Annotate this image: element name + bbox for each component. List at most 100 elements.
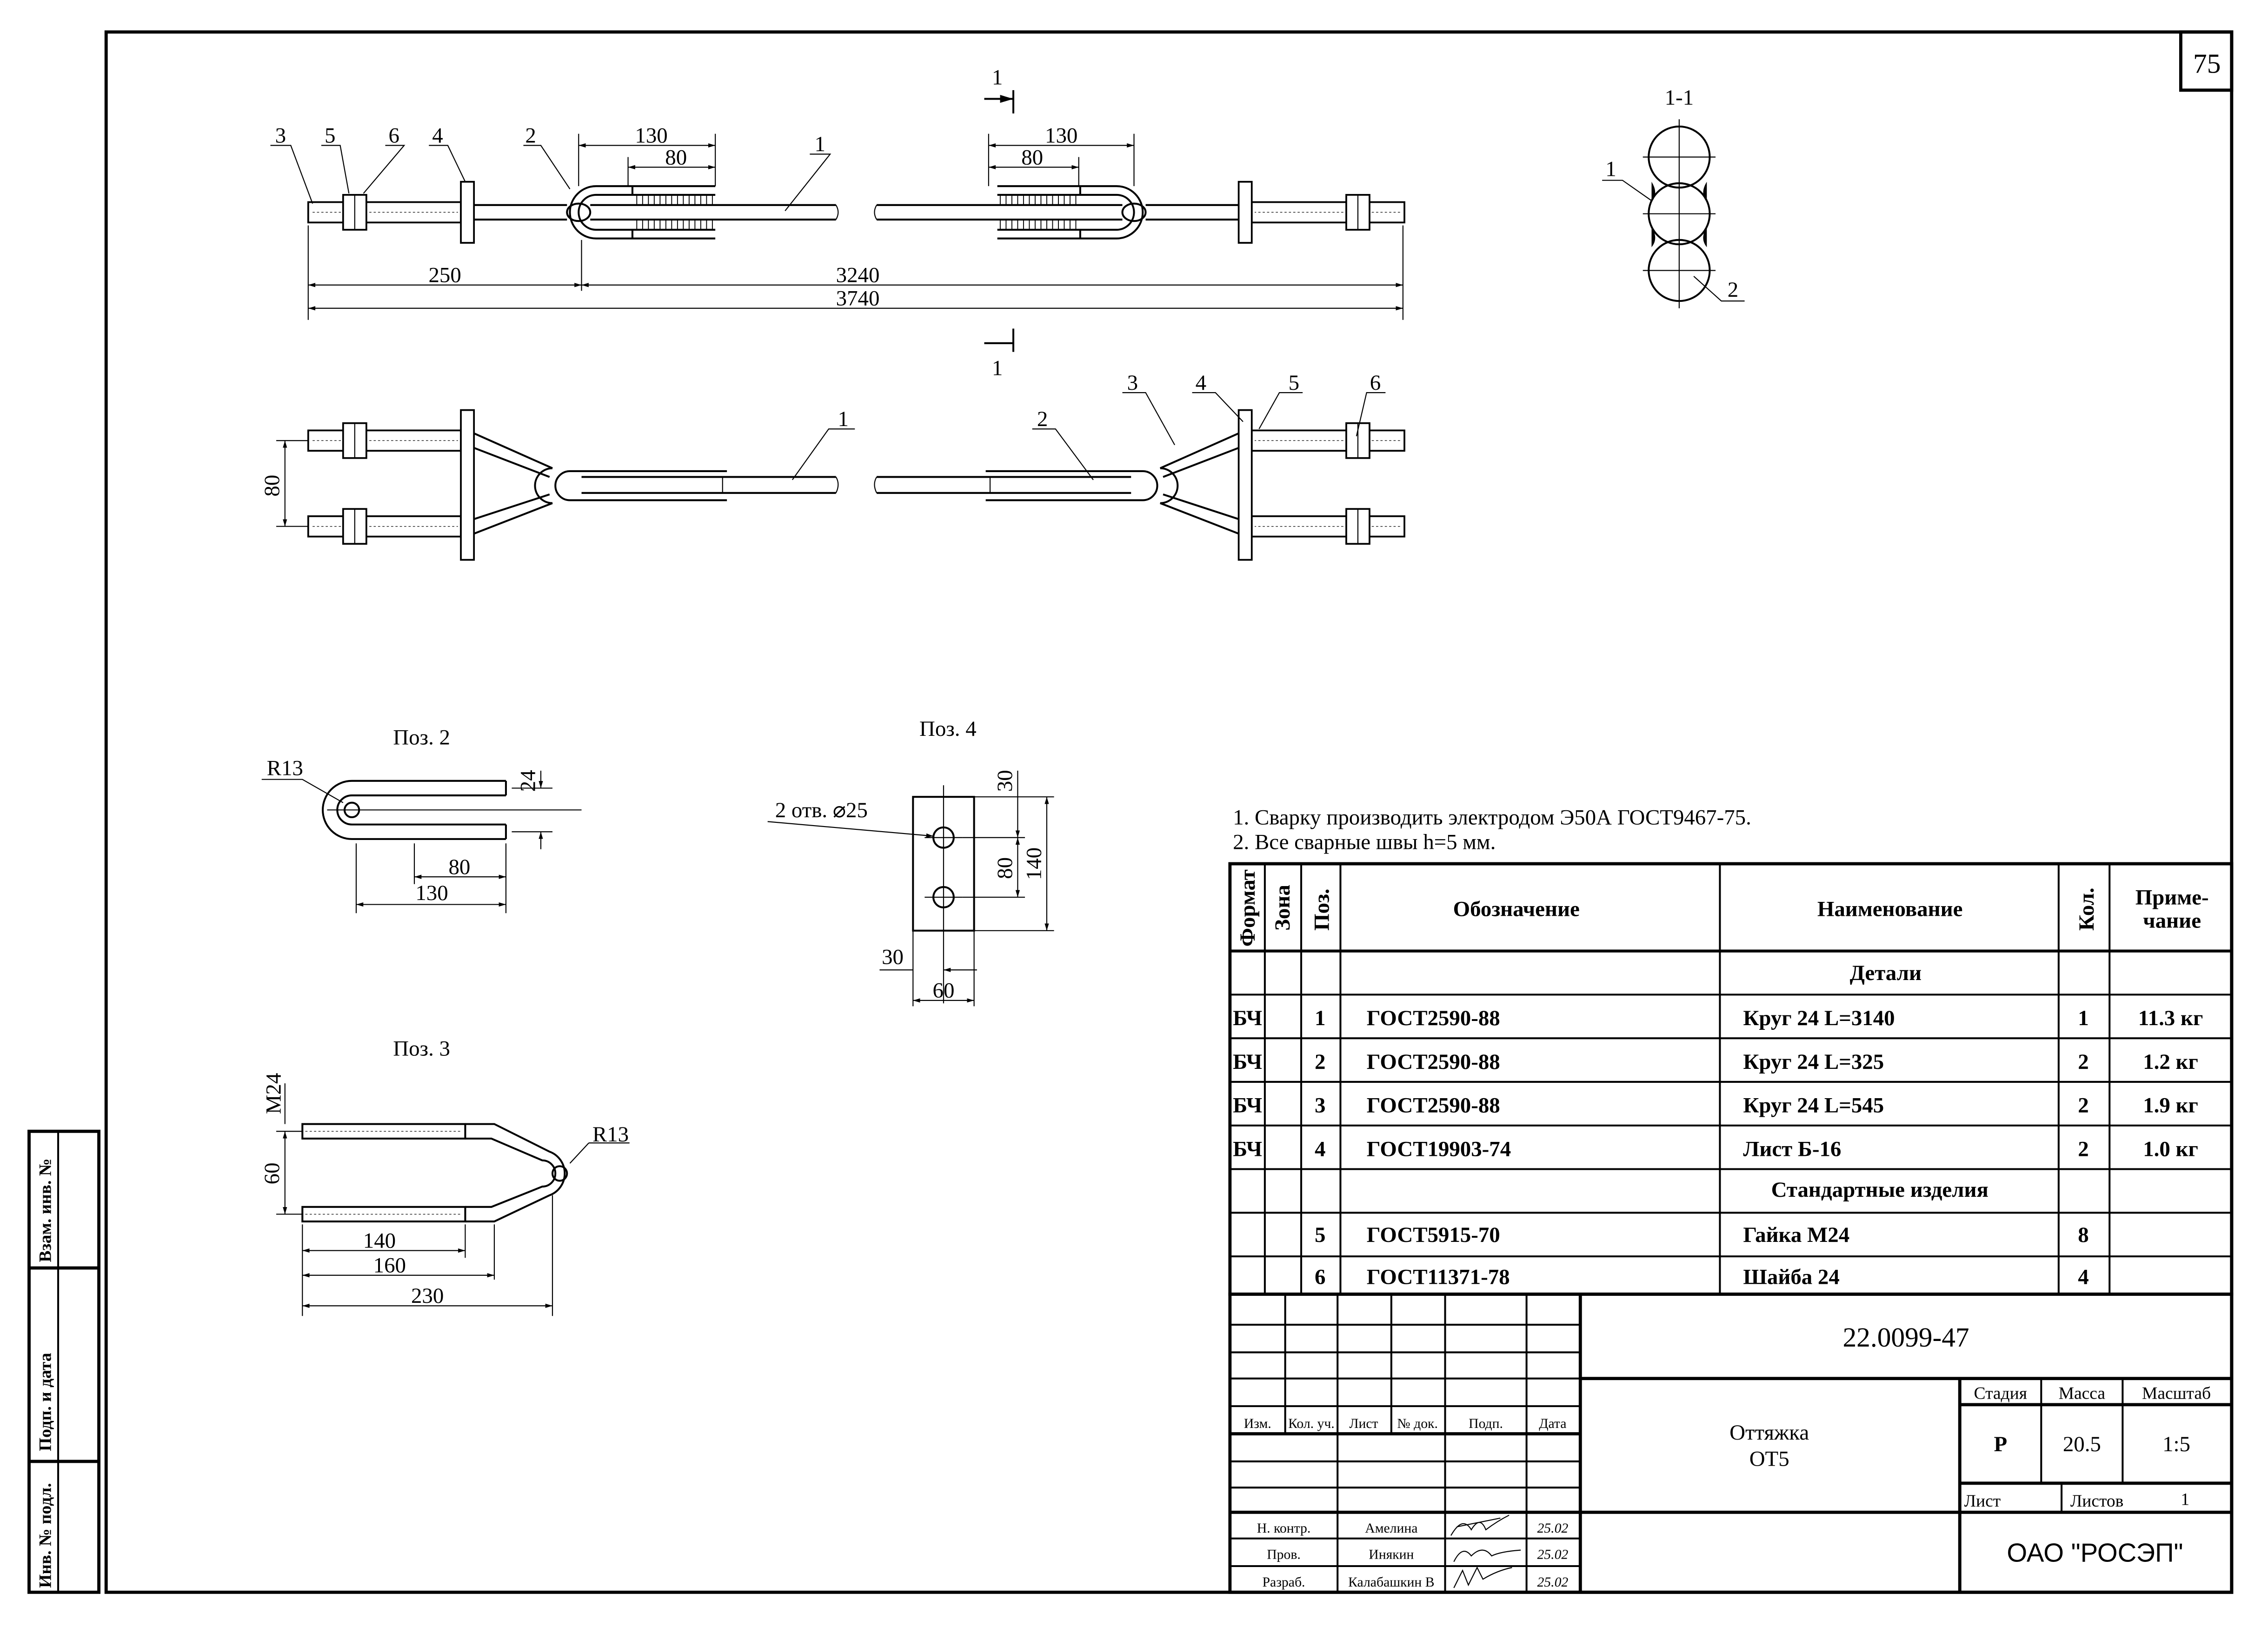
signature-row: Н. контр. Амелина 25.02 xyxy=(1257,1514,1568,1536)
pos4-holes: 2 отв. ⌀25 xyxy=(775,798,868,822)
note-1: 1. Сварку производить электродом Э50А ГО… xyxy=(1233,806,1751,830)
stage-value: Р xyxy=(1994,1432,2007,1456)
pos4-dim-140: 140 xyxy=(1022,847,1046,880)
cell-format: БЧ xyxy=(1233,1050,1262,1074)
bottom-callout-5: 5 xyxy=(1289,371,1299,395)
signature xyxy=(1453,1566,1512,1588)
cell-qty: 1 xyxy=(2078,1006,2088,1030)
pos4-dim-30-left: 30 xyxy=(882,945,904,969)
mass-label: Масса xyxy=(2059,1384,2106,1403)
rev-header-date: Дата xyxy=(1539,1416,1566,1431)
cell-designation: ГОСТ2590-88 xyxy=(1367,1050,1500,1074)
cell-note: 1.9 кг xyxy=(2143,1094,2198,1118)
cell-qty: 2 xyxy=(2078,1094,2088,1118)
section-details: Детали xyxy=(1850,961,1922,985)
person-name: Калабашкин В xyxy=(1348,1575,1434,1590)
sheets-value: 1 xyxy=(2181,1490,2189,1509)
table-row: БЧ 3 ГОСТ2590-88 Круг 24 L=545 2 1.9 кг xyxy=(1233,1094,2198,1118)
page-number: 75 xyxy=(2193,48,2221,79)
top-view: 3 5 6 4 2 1 130 80 130 80 250 3240 3740 … xyxy=(270,65,1404,380)
cell-name: Лист Б-16 xyxy=(1743,1137,1841,1161)
signature xyxy=(1450,1514,1510,1536)
spec-table: Формат Зона Поз. Обозначение Наименовани… xyxy=(1228,862,2234,1296)
section-callout-2: 2 xyxy=(1728,278,1738,302)
cell-pos: 2 xyxy=(1315,1050,1325,1074)
callout-4: 4 xyxy=(432,123,443,147)
table-row: БЧ 2 ГОСТ2590-88 Круг 24 L=325 2 1.2 кг xyxy=(1233,1050,2198,1074)
header-note-2: чание xyxy=(2143,909,2201,933)
outer-frame xyxy=(104,30,2234,1594)
section-mark-bottom: 1 xyxy=(992,356,1003,380)
dim-250: 250 xyxy=(428,263,461,287)
person-name: Инякин xyxy=(1369,1547,1414,1562)
stamp-sign-date: Подп. и дата xyxy=(36,1353,55,1451)
callout-3: 3 xyxy=(275,123,286,147)
cell-pos: 3 xyxy=(1315,1094,1325,1118)
pos4-title: Поз. 4 xyxy=(919,717,977,741)
cell-designation: ГОСТ11371-78 xyxy=(1367,1265,1510,1289)
table-row: 5 ГОСТ5915-70 Гайка М24 8 xyxy=(1315,1223,2089,1247)
callout-1: 1 xyxy=(815,132,825,156)
section-1-1: 1-1 1 2 xyxy=(1602,86,1745,308)
section-title: 1-1 xyxy=(1665,86,1694,110)
header-designation: Обозначение xyxy=(1453,897,1580,921)
notes: 1. Сварку производить электродом Э50А ГО… xyxy=(1233,806,1751,854)
cell-name: Круг 24 L=3140 xyxy=(1743,1006,1895,1030)
sign-date: 25.02 xyxy=(1537,1547,1568,1562)
title-block: Изм. Кол. уч. Лист № док. Подп. Дата Н. … xyxy=(1228,1292,2234,1594)
header-pos: Поз. xyxy=(1310,888,1334,930)
cell-designation: ГОСТ5915-70 xyxy=(1367,1223,1500,1247)
header-qty: Кол. xyxy=(2075,887,2099,931)
scale-value: 1:5 xyxy=(2162,1432,2190,1456)
header-note: Приме- xyxy=(2135,886,2209,910)
callout-2: 2 xyxy=(525,123,536,147)
detail-pos4: Поз. 4 2 отв. ⌀25 30 80 140 30 60 xyxy=(767,717,1054,1007)
rev-header-count: Кол. уч. xyxy=(1288,1416,1335,1431)
cell-note: 11.3 кг xyxy=(2138,1006,2203,1030)
role-label: Пров. xyxy=(1267,1547,1301,1562)
bottom-callout-2: 2 xyxy=(1037,407,1048,431)
cell-designation: ГОСТ2590-88 xyxy=(1367,1006,1500,1030)
table-row: БЧ 4 ГОСТ19903-74 Лист Б-16 2 1.0 кг xyxy=(1233,1137,2198,1161)
person-name: Амелина xyxy=(1365,1521,1417,1536)
rev-header-sign: Подп. xyxy=(1469,1416,1503,1431)
pos3-radius: R13 xyxy=(592,1122,629,1147)
pos2-dim-24: 24 xyxy=(516,770,540,792)
cell-name: Круг 24 L=545 xyxy=(1743,1094,1884,1118)
cell-name: Круг 24 L=325 xyxy=(1743,1050,1884,1074)
rev-header-sheet: Лист xyxy=(1349,1416,1378,1431)
dim-80-right: 80 xyxy=(1021,145,1043,169)
pos3-thread: M24 xyxy=(261,1073,286,1114)
sign-date: 25.02 xyxy=(1537,1575,1568,1590)
sheets-label: Листов xyxy=(2070,1492,2124,1511)
stamp-orig-inv: Инв. № подл. xyxy=(36,1483,55,1588)
note-2: 2. Все сварные швы h=5 мм. xyxy=(1233,830,1496,854)
dim-130-left: 130 xyxy=(635,123,667,147)
cell-pos: 4 xyxy=(1315,1137,1325,1161)
page-number-box: 75 xyxy=(2179,30,2234,92)
pos3-dim-140: 140 xyxy=(363,1228,396,1253)
doc-title-2: ОТ5 xyxy=(1749,1447,1789,1471)
cell-qty: 4 xyxy=(2078,1265,2088,1289)
section-callout-1: 1 xyxy=(1605,157,1616,181)
table-row: БЧ 1 ГОСТ2590-88 Круг 24 L=3140 1 11.3 к… xyxy=(1233,1006,2203,1030)
pos2-dim-80: 80 xyxy=(448,855,470,879)
detail-pos3: Поз. 3 M24 60 R13 140 160 230 xyxy=(260,1037,630,1316)
dim-3240: 3240 xyxy=(836,263,880,287)
header-name: Наименование xyxy=(1817,897,1963,921)
signature-row: Разраб. Калабашкин В 25.02 xyxy=(1263,1566,1568,1590)
table-row: 6 ГОСТ11371-78 Шайба 24 4 xyxy=(1315,1265,2089,1289)
cell-qty: 2 xyxy=(2078,1050,2088,1074)
role-label: Разраб. xyxy=(1263,1575,1305,1590)
side-stamp: Взам. инв. № Подп. и дата Инв. № подл. xyxy=(27,1129,101,1594)
cell-designation: ГОСТ19903-74 xyxy=(1367,1137,1511,1161)
pos4-dim-80: 80 xyxy=(993,857,1017,879)
header-format: Формат xyxy=(1236,869,1260,947)
pos4-dim-60: 60 xyxy=(933,979,955,1003)
cell-qty: 2 xyxy=(2078,1137,2088,1161)
rev-header-docno: № док. xyxy=(1397,1416,1438,1431)
dim-80-left: 80 xyxy=(665,145,687,169)
callout-6: 6 xyxy=(389,123,399,147)
cell-pos: 1 xyxy=(1315,1006,1325,1030)
